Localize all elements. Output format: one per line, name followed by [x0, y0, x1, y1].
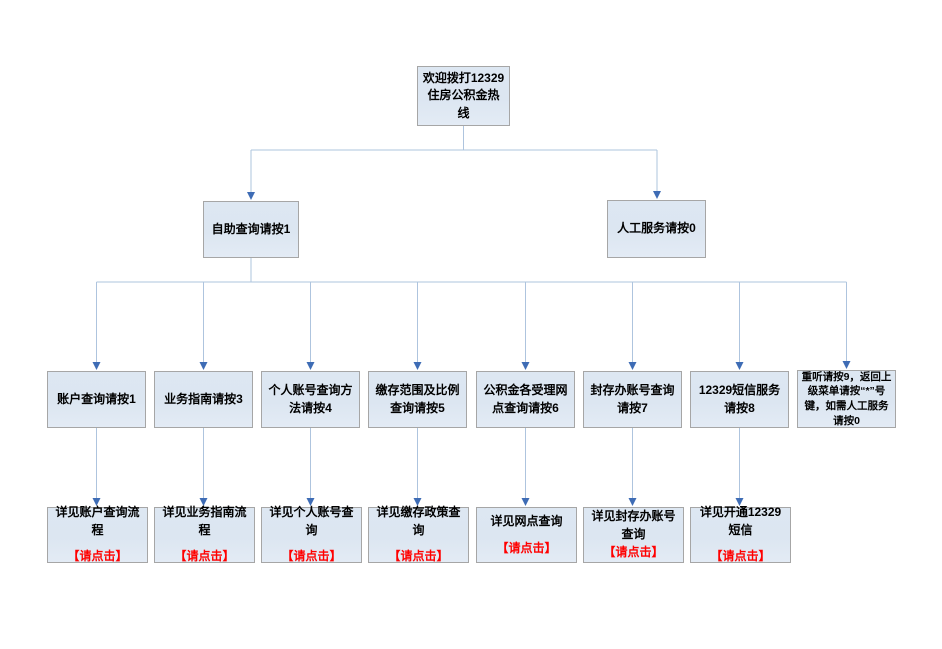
node-label: 缴存范围及比例查询请按5: [375, 383, 460, 415]
node-label: 账户查询请按1: [57, 391, 136, 406]
click-prompt: 【请点击】: [710, 549, 771, 564]
leaf-business-guide-process[interactable]: 详见业务指南流程 【请点击】: [154, 505, 255, 564]
leaf-label: 详见网点查询: [490, 514, 563, 529]
node-label: 封存办账号查询请按7: [590, 383, 675, 415]
node-self-service-menu: 自助查询请按1: [203, 201, 299, 258]
node-business-guide: 业务指南请按3: [154, 371, 253, 428]
leaf-sealed-account-query[interactable]: 详见封存办账号查询 【请点击】: [583, 507, 684, 563]
leaf-label: 详见个人账号查询: [269, 505, 354, 537]
leaf-label: 详见账户查询流程: [55, 505, 140, 537]
node-operator-service: 人工服务请按0: [607, 200, 706, 258]
node-label: 个人账号查询方法请按4: [268, 383, 353, 415]
node-label: 12329短信服务请按8: [698, 383, 781, 415]
leaf-label: 详见缴存政策查询: [376, 505, 461, 537]
click-prompt: 【请点击】: [603, 545, 664, 560]
node-personal-account-method: 个人账号查询方法请按4: [261, 371, 360, 428]
node-sealed-account: 封存办账号查询请按7: [583, 371, 682, 428]
leaf-deposit-policy-query[interactable]: 详见缴存政策查询 【请点击】: [368, 505, 469, 564]
leaf-label: 详见开通12329短信: [699, 505, 782, 537]
node-label: 公积金各受理网点查询请按6: [483, 383, 568, 415]
node-label: 重听请按9，返回上级菜单请按“*”号键，如需人工服务请按0: [801, 370, 892, 427]
node-hotline-welcome: 欢迎拨打12329住房公积金热线: [417, 66, 510, 126]
node-label: 自助查询请按1: [211, 221, 291, 236]
node-label: 欢迎拨打12329住房公积金热线: [422, 70, 505, 120]
node-service-outlets: 公积金各受理网点查询请按6: [476, 371, 575, 428]
node-deposit-scope-ratio: 缴存范围及比例查询请按5: [368, 371, 467, 428]
node-label: 人工服务请按0: [617, 221, 696, 236]
connector-group: [92, 126, 851, 506]
click-prompt: 【请点击】: [281, 549, 342, 564]
click-prompt: 【请点击】: [496, 540, 557, 555]
leaf-personal-account-query[interactable]: 详见个人账号查询 【请点击】: [261, 505, 362, 564]
leaf-sms-activation[interactable]: 详见开通12329短信 【请点击】: [690, 505, 791, 564]
node-account-query: 账户查询请按1: [47, 371, 146, 428]
leaf-outlet-query[interactable]: 详见网点查询 【请点击】: [476, 507, 577, 563]
leaf-label: 详见封存办账号查询: [591, 509, 676, 541]
leaf-account-query-process[interactable]: 详见账户查询流程 【请点击】: [47, 505, 148, 564]
leaf-label: 详见业务指南流程: [162, 505, 247, 537]
node-sms-service: 12329短信服务请按8: [690, 371, 789, 428]
node-label: 业务指南请按3: [164, 391, 243, 406]
click-prompt: 【请点击】: [388, 549, 449, 564]
node-replay-instructions: 重听请按9，返回上级菜单请按“*”号键，如需人工服务请按0: [797, 370, 896, 428]
click-prompt: 【请点击】: [174, 549, 235, 564]
click-prompt: 【请点击】: [67, 549, 128, 564]
